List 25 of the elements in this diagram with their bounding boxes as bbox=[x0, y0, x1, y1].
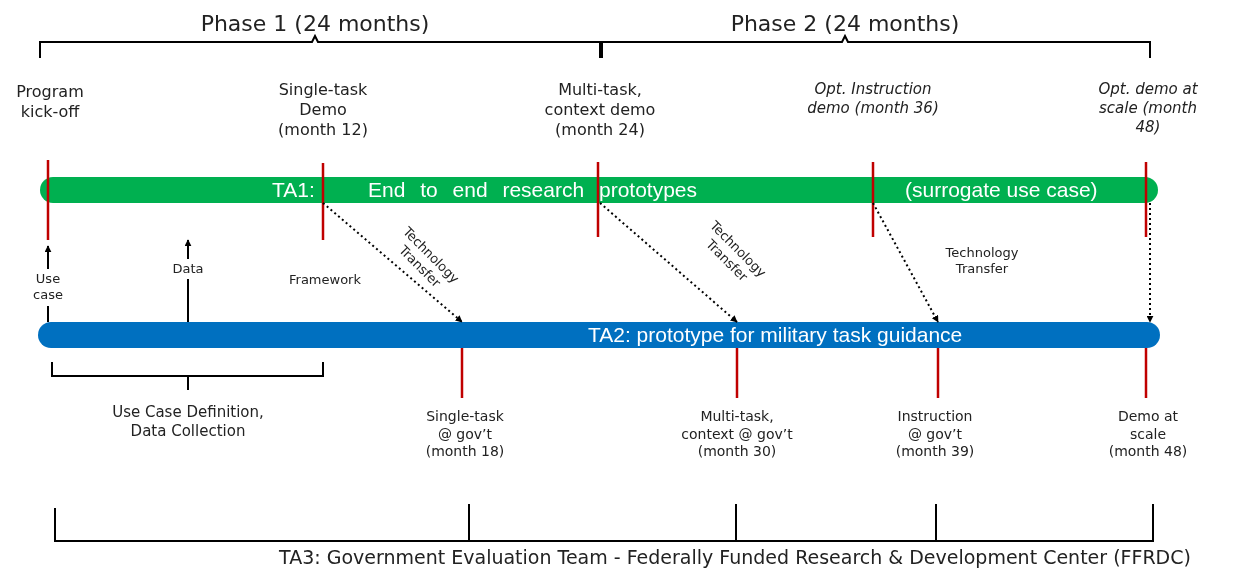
phase-label: Phase 1 (24 months) bbox=[199, 10, 431, 38]
milestone-label: Multi-task, context demo (month 24) bbox=[543, 80, 657, 140]
phase-label: Phase 2 (24 months) bbox=[729, 10, 961, 38]
milestone-label: Demo at scale (month 48) bbox=[1108, 408, 1188, 461]
bar-label: TA2: prototype for military task guidance bbox=[588, 322, 963, 348]
milestone-label: Single-task Demo (month 12) bbox=[277, 80, 369, 140]
timeline-bar bbox=[38, 322, 1160, 348]
milestone-label: Opt. Instruction demo (month 36) bbox=[806, 80, 940, 118]
dotted-arrow bbox=[872, 202, 939, 323]
note-label: Framework bbox=[288, 272, 362, 289]
bar-label: TA1: bbox=[272, 177, 315, 203]
bar-label: (surrogate use case) bbox=[905, 177, 1098, 203]
phase-note-label: Use Case Definition, Data Collection bbox=[111, 403, 265, 441]
timeline-bar bbox=[40, 177, 1158, 203]
dotted-arrow bbox=[599, 202, 738, 323]
bar-label: End to end research prototypes bbox=[368, 177, 697, 203]
milestone-label: Instruction @ gov’t (month 39) bbox=[894, 408, 976, 461]
edge-label: Technology Transfer bbox=[944, 245, 1020, 278]
timeline-caption: TA3: Government Evaluation Team - Federally Funded Research & Development Center (FFRDC) bbox=[278, 546, 1192, 570]
dotted-arrow bbox=[1146, 202, 1154, 323]
milestone-label: Single-task @ gov’t (month 18) bbox=[424, 408, 506, 461]
milestone-label: Opt. demo at scale (month 48) bbox=[1097, 80, 1199, 137]
milestone-label: Program kick-off bbox=[15, 82, 85, 122]
dotted-arrow bbox=[322, 202, 463, 323]
milestone-label: Multi-task, context @ gov’t (month 30) bbox=[680, 408, 794, 461]
